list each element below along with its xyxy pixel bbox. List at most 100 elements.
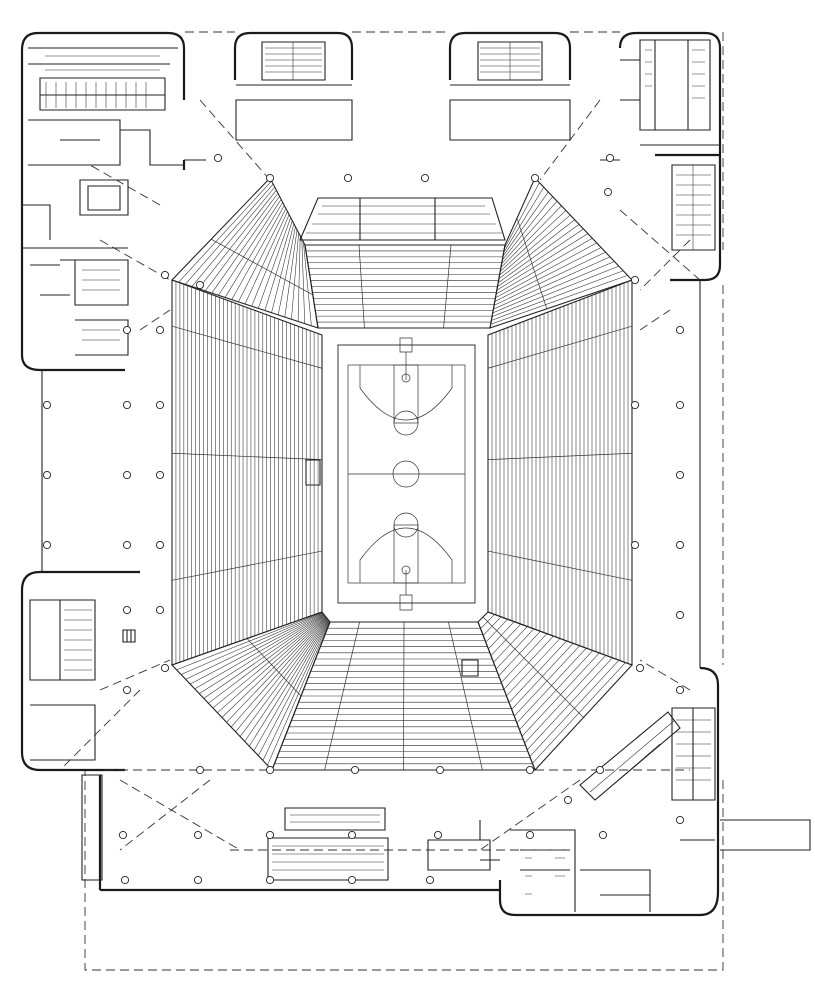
column xyxy=(435,765,445,775)
column xyxy=(155,540,165,550)
column xyxy=(675,470,685,480)
northwest-row xyxy=(178,180,272,283)
column xyxy=(122,685,132,695)
column xyxy=(675,685,685,695)
northwest-row xyxy=(218,199,282,296)
northeast-row xyxy=(503,187,545,253)
seating-section-northwest xyxy=(170,177,319,329)
southeast-aisle xyxy=(482,616,584,718)
northwest-row xyxy=(185,183,274,285)
column xyxy=(122,470,132,480)
north-stair-block-left xyxy=(233,31,354,141)
northeast-row xyxy=(493,256,611,310)
column xyxy=(605,153,615,163)
column xyxy=(155,605,165,615)
column xyxy=(350,765,360,775)
column xyxy=(595,765,605,775)
northeast-row xyxy=(490,275,628,325)
column xyxy=(525,830,535,840)
west-aisle xyxy=(171,452,323,460)
column xyxy=(122,605,132,615)
column xyxy=(675,325,685,335)
northwest-row xyxy=(277,226,296,315)
seating-section-southeast xyxy=(477,611,633,772)
northeast-row xyxy=(495,242,597,299)
seating-bowl xyxy=(170,177,633,772)
northeast-row xyxy=(502,196,553,261)
northwest-support-block xyxy=(20,31,186,372)
column xyxy=(195,765,205,775)
south-aisle xyxy=(403,621,405,771)
column xyxy=(42,470,52,480)
south-aisle xyxy=(448,621,483,771)
column xyxy=(193,875,203,885)
column xyxy=(155,470,165,480)
column xyxy=(630,400,640,410)
northeast-row xyxy=(497,228,584,287)
northwest-aisle xyxy=(211,238,313,296)
northeast-row xyxy=(498,224,580,283)
column xyxy=(630,275,640,285)
column xyxy=(525,765,535,775)
south-support-block xyxy=(81,774,500,892)
east-aisle xyxy=(487,452,633,460)
column xyxy=(213,153,223,163)
northwest-row xyxy=(211,196,280,294)
column xyxy=(530,173,540,183)
concourse-dashed-lines xyxy=(59,99,701,851)
east-aisle xyxy=(487,325,633,369)
column xyxy=(122,325,132,335)
west-aisle xyxy=(171,325,323,369)
southeast-outline xyxy=(477,611,633,772)
column xyxy=(120,875,130,885)
basketball-court xyxy=(305,337,479,677)
northeast-row xyxy=(491,265,619,317)
northeast-row xyxy=(491,270,624,321)
column xyxy=(675,815,685,825)
column xyxy=(118,830,128,840)
northeast-row xyxy=(502,191,549,257)
west-aisle xyxy=(171,550,323,581)
column xyxy=(155,325,165,335)
column xyxy=(160,663,170,673)
northeast-row xyxy=(501,200,558,265)
northeast-row xyxy=(504,182,540,249)
northeast-aisle xyxy=(516,218,548,309)
structural-columns xyxy=(42,153,685,885)
north-upper-outline xyxy=(299,197,506,241)
column xyxy=(675,610,685,620)
column xyxy=(195,280,205,290)
column xyxy=(425,875,435,885)
northeast-row xyxy=(498,219,575,280)
column xyxy=(603,187,613,197)
column xyxy=(155,400,165,410)
column xyxy=(630,540,640,550)
column xyxy=(420,173,430,183)
north-aisle xyxy=(443,244,452,329)
column xyxy=(42,540,52,550)
column xyxy=(122,540,132,550)
column xyxy=(563,795,573,805)
east-support-block xyxy=(498,666,811,917)
northeast-row xyxy=(494,247,602,302)
east-aisle xyxy=(487,550,633,581)
northwest-row xyxy=(258,217,291,309)
northwest-outline xyxy=(170,177,319,329)
northwest-row xyxy=(271,223,295,313)
seating-section-north-upper xyxy=(299,197,506,241)
column xyxy=(675,540,685,550)
seating-section-north xyxy=(304,244,506,329)
northwest-row xyxy=(191,186,275,287)
column xyxy=(42,400,52,410)
northwest-row xyxy=(251,214,290,307)
column xyxy=(265,173,275,183)
northwest-row xyxy=(291,232,299,320)
northeast-row xyxy=(500,205,562,268)
north-stair-block-right xyxy=(448,31,572,141)
northwest-row xyxy=(231,205,285,300)
column xyxy=(635,663,645,673)
column xyxy=(122,400,132,410)
northeast-row xyxy=(493,251,606,306)
northwest-row xyxy=(198,190,277,289)
northwest-row xyxy=(244,211,288,305)
